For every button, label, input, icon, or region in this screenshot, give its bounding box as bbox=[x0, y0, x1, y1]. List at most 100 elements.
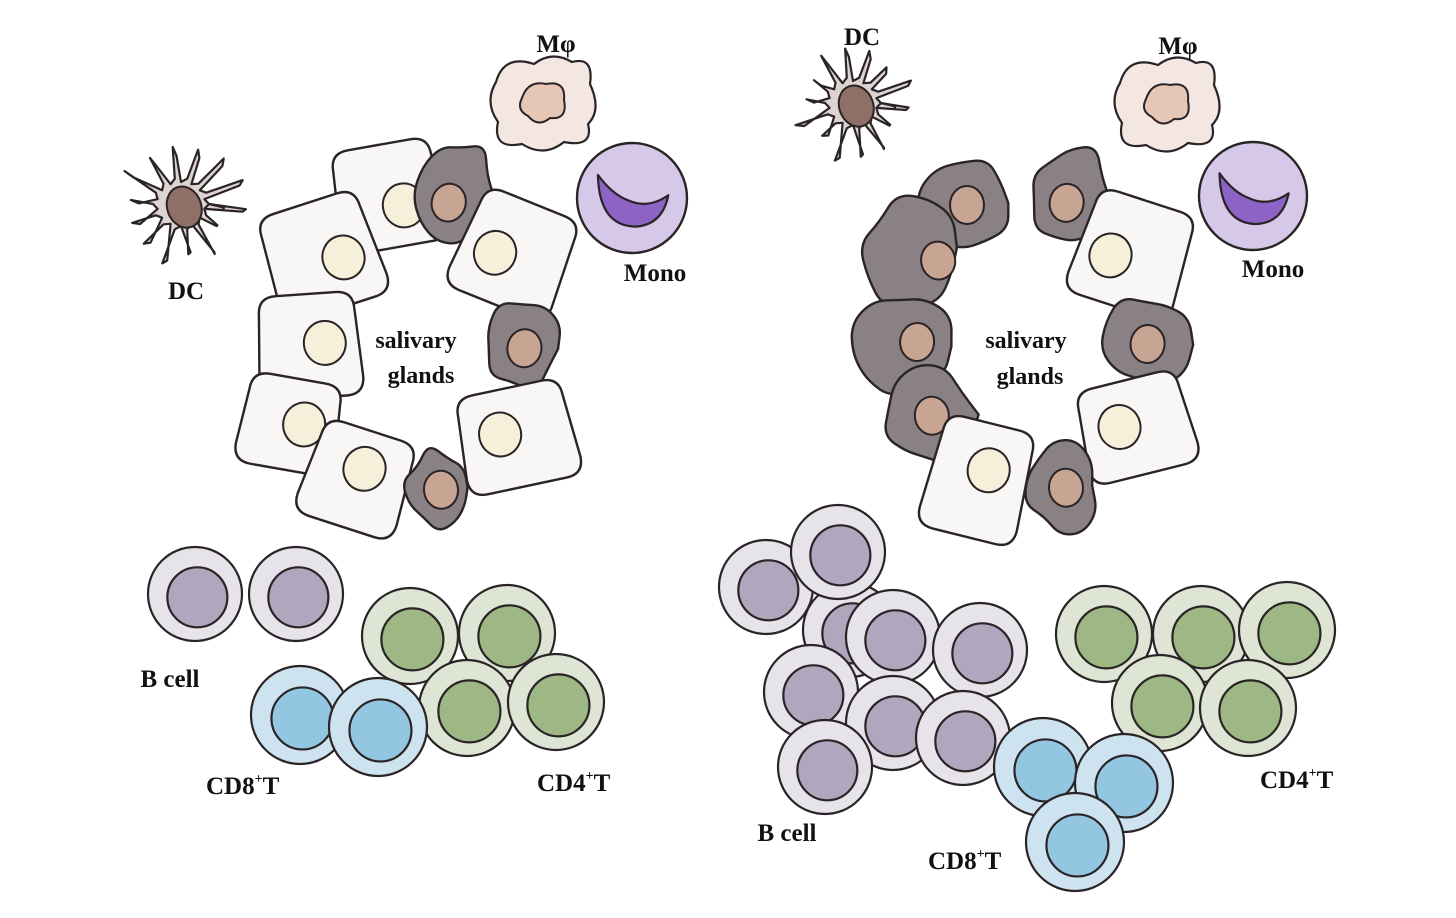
left-epithelial-cell-4-nucleus bbox=[321, 234, 366, 281]
right-epithelial-cell-8-nucleus bbox=[1097, 404, 1142, 450]
cd4-t-cell-20 bbox=[1237, 580, 1337, 680]
cd8-t-cell-8-nucleus bbox=[348, 698, 413, 763]
right-monocyte bbox=[1197, 140, 1309, 252]
right-b-cell-label: B cell bbox=[757, 820, 816, 847]
right-epithelial-cell-1-nucleus bbox=[949, 185, 985, 225]
b-cell-13 bbox=[789, 503, 887, 601]
right-panel-labels: salivary glands DC Mφ Mono B cell CD8+T … bbox=[757, 24, 1333, 875]
right-dendritic-cell bbox=[794, 47, 912, 162]
cd4-t-cell-1-nucleus bbox=[380, 607, 445, 672]
right-epithelial-cell-6-nucleus bbox=[1129, 323, 1166, 364]
cd8-t-cell-8 bbox=[327, 676, 429, 778]
cd4-t-cell-1 bbox=[360, 586, 460, 686]
right-epithelial-cell-4-nucleus bbox=[920, 240, 957, 281]
b-cell-10-nucleus bbox=[864, 609, 927, 672]
cd8-t-cell-23-nucleus bbox=[1013, 738, 1078, 803]
right-monocyte-nucleus bbox=[1218, 172, 1290, 226]
cd8-t-cell-25 bbox=[1024, 791, 1126, 893]
left-macrophage-label: Mφ bbox=[536, 31, 575, 58]
left-epithelial-cell-3-nucleus bbox=[472, 229, 518, 276]
right-epithelial-cell-8 bbox=[1076, 370, 1200, 485]
cd4-t-cell-2 bbox=[457, 583, 557, 683]
right-epithelial-cell-9 bbox=[917, 414, 1035, 547]
cd4-t-cell-22 bbox=[1198, 658, 1298, 758]
right-monocyte-label: Mono bbox=[1242, 256, 1305, 283]
cd8-t-cell-23 bbox=[992, 716, 1094, 818]
left-epithelial-cell-10 bbox=[403, 446, 469, 531]
left-epithelial-cell-4 bbox=[259, 190, 390, 323]
left-epithelial-cell-6 bbox=[487, 302, 562, 391]
cd4-t-cell-4-nucleus bbox=[526, 673, 591, 738]
right-gland-label-line1: salivary bbox=[985, 328, 1066, 354]
cd8-t-cell-25-nucleus bbox=[1045, 813, 1110, 878]
b-cell-16-nucleus bbox=[934, 710, 997, 773]
cd4-t-cell-22-nucleus bbox=[1218, 679, 1283, 744]
left-epithelial-cell-8-nucleus bbox=[478, 411, 523, 458]
right-epithelial-cell-5-nucleus bbox=[899, 321, 936, 362]
right-epithelial-cell-4 bbox=[860, 194, 959, 309]
epithelial-layer bbox=[234, 137, 1200, 547]
left-cd8-t-label: CD8+T bbox=[206, 772, 280, 800]
cd8-t-cell-7 bbox=[249, 664, 351, 766]
b-cell-12-nucleus bbox=[737, 559, 800, 622]
left-dc-label: DC bbox=[168, 278, 204, 305]
right-dc-label: DC bbox=[844, 24, 880, 51]
b-cell-6 bbox=[247, 545, 345, 643]
right-cd4-t-label: CD4+T bbox=[1260, 766, 1334, 794]
right-epithelial-cell-3-nucleus bbox=[1088, 232, 1133, 279]
right-macrophage-label: Mφ bbox=[1158, 33, 1197, 60]
left-epithelial-cell-10-nucleus bbox=[422, 469, 460, 510]
left-panel-labels: salivary glands DC Mφ Mono B cell CD8+T … bbox=[140, 31, 686, 800]
b-cell-17 bbox=[776, 718, 874, 816]
cd4-t-cell-19-nucleus bbox=[1171, 605, 1236, 670]
b-cell-12 bbox=[717, 538, 815, 636]
left-epithelial-cell-9-nucleus bbox=[342, 445, 387, 492]
myeloid-layer bbox=[123, 47, 1309, 265]
left-monocyte bbox=[575, 141, 689, 255]
left-monocyte-label: Mono bbox=[624, 260, 687, 287]
left-epithelial-cell-2-nucleus bbox=[430, 182, 467, 223]
b-cell-11 bbox=[931, 601, 1029, 699]
right-epithelial-cell-9-nucleus bbox=[966, 447, 1011, 494]
cd8-t-cell-24-nucleus bbox=[1094, 754, 1159, 819]
cd4-t-cell-21-nucleus bbox=[1130, 674, 1195, 739]
cd4-t-cell-21 bbox=[1110, 653, 1210, 753]
left-dendritic-cell bbox=[123, 145, 247, 265]
cd4-t-cell-3 bbox=[417, 658, 517, 758]
left-gland-label-line2: glands bbox=[388, 363, 455, 389]
b-cell-6-nucleus bbox=[267, 566, 330, 629]
b-cell-13-nucleus bbox=[809, 524, 872, 587]
cd8-t-cell-7-nucleus bbox=[270, 686, 335, 751]
right-macrophage bbox=[1113, 56, 1221, 153]
left-epithelial-cell-6-nucleus bbox=[506, 328, 543, 369]
b-cell-11-nucleus bbox=[951, 622, 1014, 685]
right-epithelial-cell-6 bbox=[1100, 298, 1195, 385]
left-epithelial-cell-8 bbox=[456, 378, 583, 497]
left-cd4-t-label: CD4+T bbox=[537, 769, 611, 797]
right-macrophage-nucleus bbox=[1143, 83, 1190, 125]
right-epithelial-cell-7-nucleus bbox=[913, 395, 950, 436]
b-cell-14-nucleus bbox=[782, 664, 845, 727]
left-gland-label-line1: salivary bbox=[375, 328, 456, 354]
cd4-t-cell-18 bbox=[1054, 584, 1154, 684]
lymphocyte-layer bbox=[146, 503, 1337, 893]
right-epithelial-cell-3 bbox=[1065, 189, 1195, 321]
right-epithelial-cell-10 bbox=[1024, 438, 1097, 536]
b-cell-5-nucleus bbox=[166, 566, 229, 629]
right-epithelial-cell-10-nucleus bbox=[1047, 467, 1085, 508]
b-cell-10 bbox=[844, 588, 942, 686]
left-epithelial-cell-9 bbox=[295, 419, 415, 540]
right-gland-label-line2: glands bbox=[997, 364, 1064, 390]
cd4-t-cell-18-nucleus bbox=[1074, 605, 1139, 670]
right-cd8-t-label: CD8+T bbox=[928, 847, 1002, 875]
cd4-t-cell-20-nucleus bbox=[1257, 601, 1322, 666]
left-epithelial-cell-3 bbox=[446, 188, 578, 322]
left-epithelial-cell-5 bbox=[257, 290, 365, 402]
right-epithelial-cell-2-nucleus bbox=[1048, 182, 1085, 223]
right-dendritic-cell-nucleus bbox=[837, 84, 875, 128]
left-epithelial-cell-5-nucleus bbox=[302, 319, 347, 366]
b-cell-17-nucleus bbox=[796, 739, 859, 802]
b-cell-5 bbox=[146, 545, 244, 643]
cd4-t-cell-3-nucleus bbox=[437, 679, 502, 744]
